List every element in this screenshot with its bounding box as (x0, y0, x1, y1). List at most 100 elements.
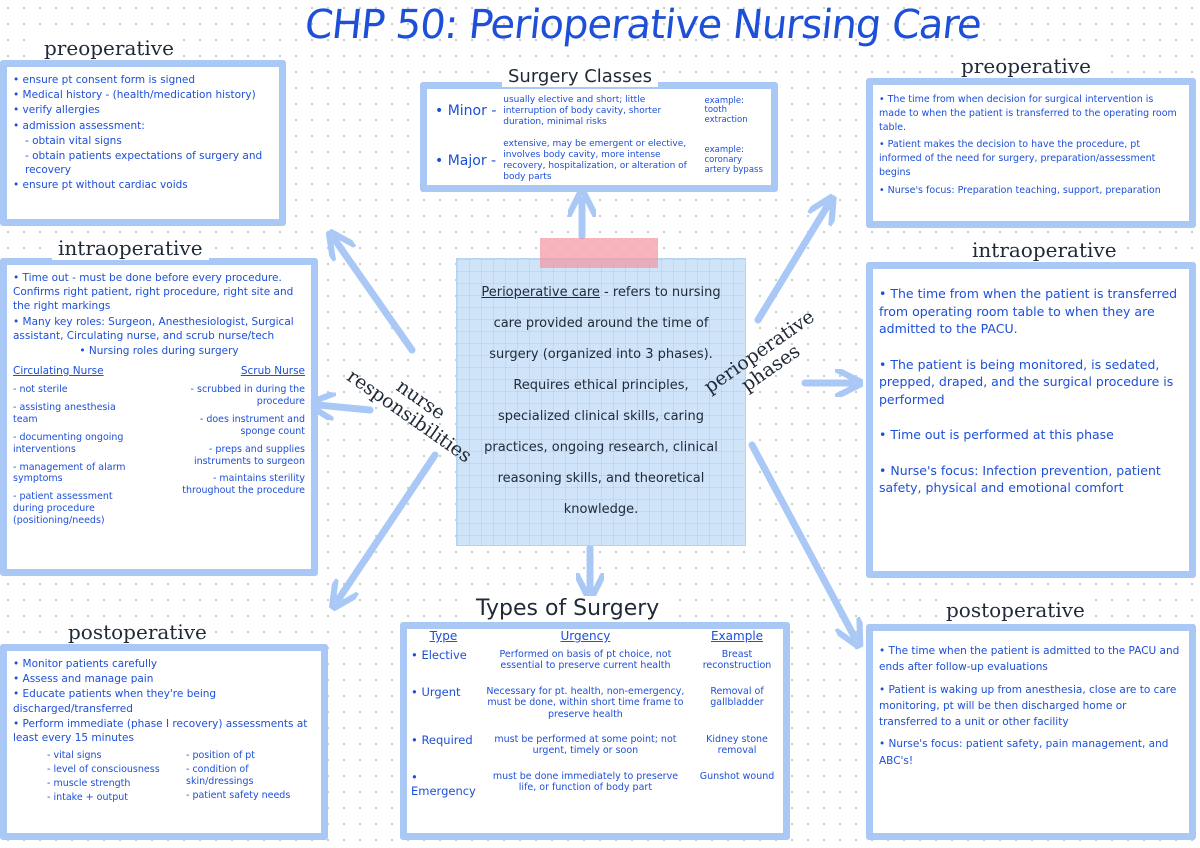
list-item: - maintains sterility throughout the pro… (182, 473, 305, 497)
column-header: Urgency (560, 629, 611, 643)
surgery-classes-heading: Surgery Classes (502, 66, 658, 87)
list-item: • Nursing roles during surgery (79, 344, 239, 357)
postop-checklist: - vital signs - level of consciousness -… (7, 750, 321, 806)
list-item: • verify allergies (13, 104, 100, 117)
type-cell: • Required (411, 732, 473, 747)
perioperative-care-definition: - refers to nursing care provided around… (484, 285, 721, 517)
arrow-upper-left (335, 240, 416, 354)
perioperative-care-term: Perioperative care (481, 285, 600, 300)
list-item: - intake + output (47, 791, 128, 803)
table-row: • Elective Performed on basis of pt choi… (407, 645, 783, 682)
list-item: - patient safety needs (186, 789, 291, 801)
type-cell: • Emergency (411, 769, 476, 798)
surgery-classes-box: • Minor - usually elective and short; li… (420, 82, 778, 192)
right-intraoperative-list: • The time from when the patient is tran… (873, 269, 1189, 509)
left-preoperative-heading: preoperative (38, 36, 180, 60)
left-preoperative-box: • ensure pt consent form is signed • Med… (0, 60, 286, 226)
left-postoperative-box: • Monitor patients carefully • Assess an… (0, 644, 328, 840)
list-item: • Patient makes the decision to have the… (879, 139, 1156, 178)
list-item: - patient assessment during procedure (p… (13, 491, 113, 527)
list-item: • Nurse's focus: Preparation teaching, s… (879, 184, 1161, 196)
list-item: • Assess and manage pain (13, 673, 154, 686)
page-title: CHP 50: Perioperative Nursing Care (302, 2, 984, 48)
list-item: - position of pt (186, 750, 256, 762)
arrow-upper-right (754, 205, 828, 324)
list-item: - obtain patients expectations of surger… (25, 149, 263, 177)
scrub-nurse-column: Scrub Nurse - scrubbed in during the pro… (180, 365, 305, 533)
class-row-major: • Major - extensive, may be emergent or … (427, 139, 771, 182)
nursing-roles: Circulating Nurse - not sterile - assist… (7, 363, 311, 535)
left-postoperative-list: • Monitor patients carefully • Assess an… (7, 651, 321, 750)
list-item: - documenting ongoing interventions (13, 431, 124, 455)
class-description: extensive, may be emergent or elective, … (503, 139, 687, 182)
types-of-surgery-table: Type Urgency Example • Elective Performe… (407, 629, 783, 808)
list-item: - not sterile (13, 384, 68, 396)
left-intraoperative-heading: intraoperative (52, 236, 209, 260)
list-item: • Nurse's focus: patient safety, pain ma… (879, 738, 1169, 767)
class-name: • Major - (435, 152, 497, 169)
class-name: • Minor - (435, 103, 497, 120)
urgency-cell: Necessary for pt. health, non-emergency,… (486, 685, 685, 720)
list-item: • Time out - must be done before every p… (13, 272, 294, 313)
list-item: - management of alarm symptoms (13, 461, 126, 485)
right-preoperative-list: • The time from when decision for surgic… (873, 85, 1189, 202)
list-item: - preps and supplies instruments to surg… (193, 443, 305, 467)
table-row: • Required must be performed at some poi… (407, 730, 783, 767)
list-item: - level of consciousness (47, 763, 160, 775)
list-item: - vital signs (47, 750, 102, 762)
arrow-left (318, 405, 374, 410)
list-item: • admission assessment: (13, 119, 145, 132)
list-item: • Many key roles: Surgeon, Anesthesiolog… (13, 315, 294, 342)
urgency-cell: Performed on basis of pt choice, not ess… (499, 649, 672, 672)
list-item: - obtain vital signs (25, 134, 122, 147)
left-preoperative-list: • ensure pt consent form is signed • Med… (7, 67, 279, 197)
example-cell: Kidney stone removal (706, 733, 768, 757)
list-item: • The time when the patient is admitted … (879, 645, 1180, 674)
checklist-left: - vital signs - level of consciousness -… (47, 750, 172, 806)
list-item: • The time from when decision for surgic… (879, 94, 1177, 133)
left-intraoperative-box: • Time out - must be done before every p… (0, 258, 318, 576)
list-item: • Patient is waking up from anesthesia, … (879, 683, 1177, 729)
column-header: Example (710, 629, 764, 643)
example-cell: Removal of gallbladder (710, 685, 764, 709)
center-sticky-note: Perioperative care - refers to nursing c… (456, 258, 746, 546)
type-cell: • Elective (411, 648, 467, 662)
list-item: • Educate patients when they're being di… (13, 688, 217, 715)
type-cell: • Urgent (411, 684, 461, 699)
right-preoperative-heading: preoperative (955, 54, 1097, 78)
right-postoperative-heading: postoperative (940, 598, 1091, 622)
class-example: example: tooth extraction (704, 95, 748, 126)
list-item: • Time out is performed at this phase (879, 427, 1114, 442)
list-item: • The time from when the patient is tran… (879, 286, 1178, 336)
types-of-surgery-box: Type Urgency Example • Elective Performe… (400, 622, 790, 840)
list-item: • Medical history - (health/medication h… (13, 89, 256, 102)
arrow-lower-right (748, 441, 855, 638)
table-row: • Urgent Necessary for pt. health, non-e… (407, 682, 783, 730)
list-item: - does instrument and sponge count (199, 413, 305, 437)
list-item: - scrubbed in during the procedure (190, 384, 305, 408)
example-cell: Gunshot wound (699, 770, 775, 782)
right-intraoperative-heading: intraoperative (966, 238, 1123, 262)
class-row-minor: • Minor - usually elective and short; li… (427, 95, 771, 127)
center-definition: Perioperative care - refers to nursing c… (479, 277, 723, 525)
urgency-cell: must be done immediately to preserve lif… (492, 770, 679, 794)
left-intraoperative-list: • Time out - must be done before every p… (7, 265, 311, 363)
list-item: • Perform immediate (phase I recovery) a… (13, 717, 308, 744)
list-item: • ensure pt without cardiac voids (13, 179, 188, 192)
checklist-right: - position of pt - condition of skin/dre… (186, 750, 311, 806)
column-header: Type (429, 629, 458, 643)
right-postoperative-list: • The time when the patient is admitted … (873, 631, 1189, 774)
tape-strip (540, 238, 658, 268)
right-postoperative-box: • The time when the patient is admitted … (866, 624, 1196, 840)
list-item: • ensure pt consent form is signed (13, 74, 196, 86)
class-example: example: coronary artery bypass (704, 145, 763, 175)
table-row: • Emergency must be done immediately to … (407, 767, 783, 809)
urgency-cell: must be performed at some point; not urg… (494, 733, 677, 757)
list-item: • Monitor patients carefully (13, 658, 158, 670)
left-postoperative-heading: postoperative (62, 620, 213, 644)
list-item: - assisting anesthesia team (13, 402, 116, 425)
circulating-nurse-heading: Circulating Nurse (13, 365, 104, 378)
types-of-surgery-heading: Types of Surgery (470, 596, 666, 621)
class-description: usually elective and short; little inter… (503, 95, 662, 127)
list-item: - condition of skin/dressings (186, 763, 254, 787)
